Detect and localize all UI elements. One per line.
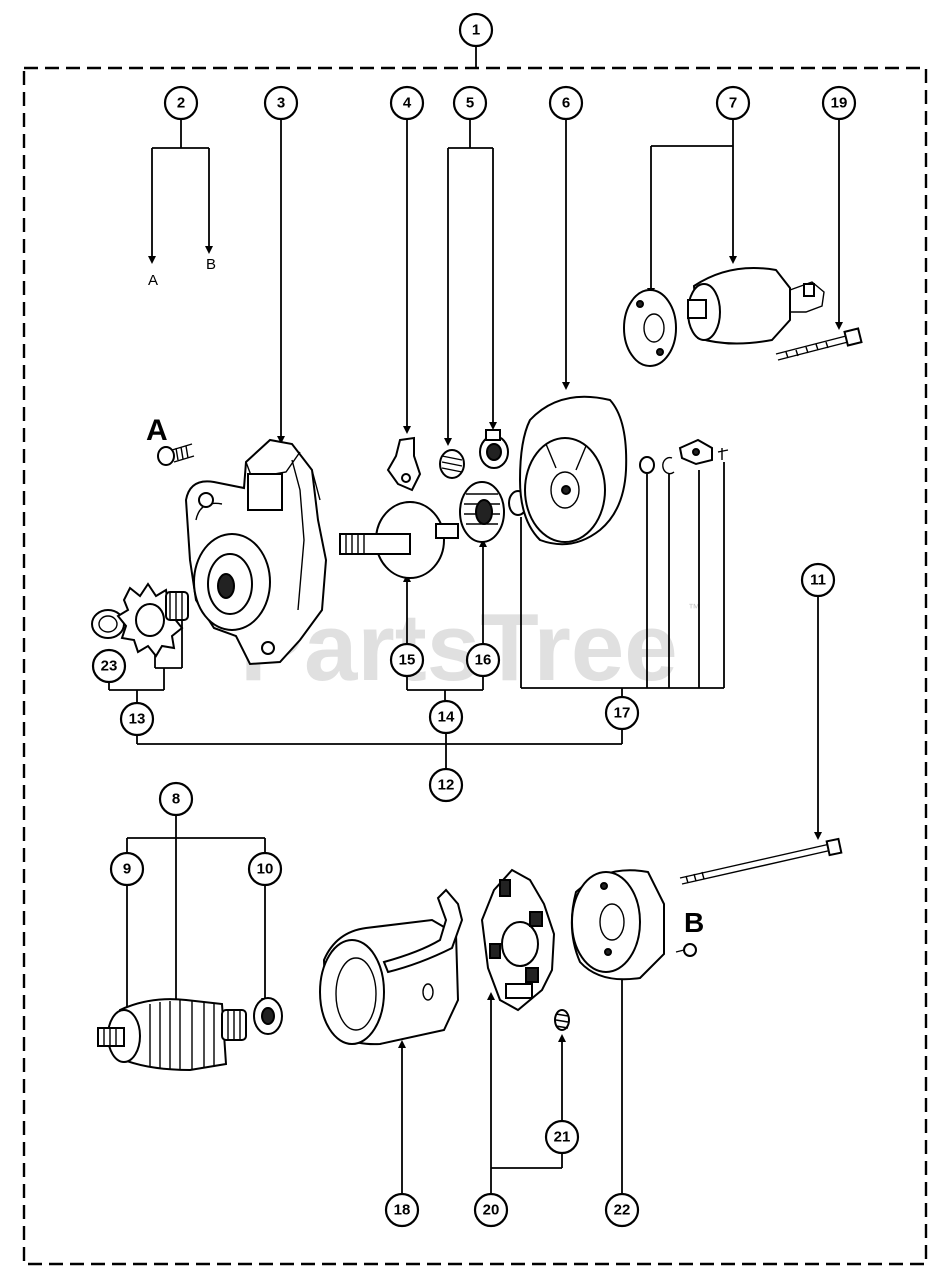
watermark-tm: ™ xyxy=(688,601,700,615)
svg-text:6: 6 xyxy=(562,95,570,112)
callout-11: 11 xyxy=(800,562,836,598)
svg-text:1: 1 xyxy=(472,22,480,39)
callout-10: 10 xyxy=(247,851,283,887)
spring-bearing-drawing xyxy=(439,429,509,479)
svg-text:22: 22 xyxy=(614,1202,631,1219)
drive-housing-drawing xyxy=(184,438,328,666)
svg-text:23: 23 xyxy=(101,658,118,675)
solenoid-drawing xyxy=(623,267,825,367)
callout-18: 18 xyxy=(384,1192,420,1228)
svg-text:14: 14 xyxy=(438,709,455,726)
callout-9: 9 xyxy=(109,851,145,887)
sub-label-a: A xyxy=(148,272,158,289)
planetary-gear-drawing xyxy=(459,481,505,543)
svg-text:16: 16 xyxy=(475,652,492,669)
svg-text:8: 8 xyxy=(172,791,180,808)
svg-text:13: 13 xyxy=(129,711,146,728)
callout-17: 17 xyxy=(604,695,640,731)
callout-8: 8 xyxy=(158,781,194,817)
svg-text:12: 12 xyxy=(438,777,455,794)
callout-12: 12 xyxy=(428,767,464,803)
lever-shaft-drawing xyxy=(339,436,459,579)
callout-16: 16 xyxy=(465,642,501,678)
callout-19: 19 xyxy=(821,85,857,121)
callout-4: 4 xyxy=(389,85,425,121)
callout-13: 13 xyxy=(119,701,155,737)
callout-21: 21 xyxy=(544,1119,580,1155)
svg-text:11: 11 xyxy=(810,572,826,589)
ref-letter-a: A xyxy=(146,414,168,447)
armature-drawing xyxy=(97,997,283,1072)
svg-text:20: 20 xyxy=(483,1202,500,1219)
callout-15: 15 xyxy=(389,642,425,678)
callout-23: 23 xyxy=(91,648,127,684)
svg-text:5: 5 xyxy=(466,95,474,112)
assembly-boundary xyxy=(22,66,928,1266)
svg-text:18: 18 xyxy=(394,1202,411,1219)
gear-case-drawing xyxy=(518,395,628,546)
clips-drawing xyxy=(639,438,729,475)
callout-14: 14 xyxy=(428,699,464,735)
svg-text:4: 4 xyxy=(403,95,412,112)
callout-1: 1 xyxy=(458,12,494,48)
yoke-drawing xyxy=(319,888,464,1046)
svg-text:21: 21 xyxy=(554,1129,571,1146)
callout-6: 6 xyxy=(548,85,584,121)
callout-2: 2 xyxy=(163,85,199,121)
leader-lines xyxy=(108,46,843,1193)
rear-cover-drawing xyxy=(570,869,665,981)
svg-text:19: 19 xyxy=(831,95,848,112)
callout-20: 20 xyxy=(473,1192,509,1228)
svg-text:2: 2 xyxy=(177,95,185,112)
bolt-b-drawing xyxy=(675,943,697,957)
callout-22: 22 xyxy=(604,1192,640,1228)
brush-holder-drawing xyxy=(480,868,570,1031)
svg-text:3: 3 xyxy=(277,95,285,112)
long-bolt-drawing xyxy=(679,837,843,885)
bolt-a-drawing xyxy=(157,443,195,466)
pinion-gear-drawing xyxy=(91,582,189,658)
sub-label-b: B xyxy=(206,256,216,273)
svg-text:10: 10 xyxy=(257,861,274,878)
svg-text:9: 9 xyxy=(123,861,131,878)
callout-7: 7 xyxy=(715,85,751,121)
callout-3: 3 xyxy=(263,85,299,121)
solenoid-bolt-drawing xyxy=(775,327,863,361)
svg-text:7: 7 xyxy=(729,95,737,112)
svg-text:15: 15 xyxy=(399,652,416,669)
callout-5: 5 xyxy=(452,85,488,121)
ref-letter-b: B xyxy=(684,907,704,938)
svg-text:17: 17 xyxy=(614,705,631,722)
